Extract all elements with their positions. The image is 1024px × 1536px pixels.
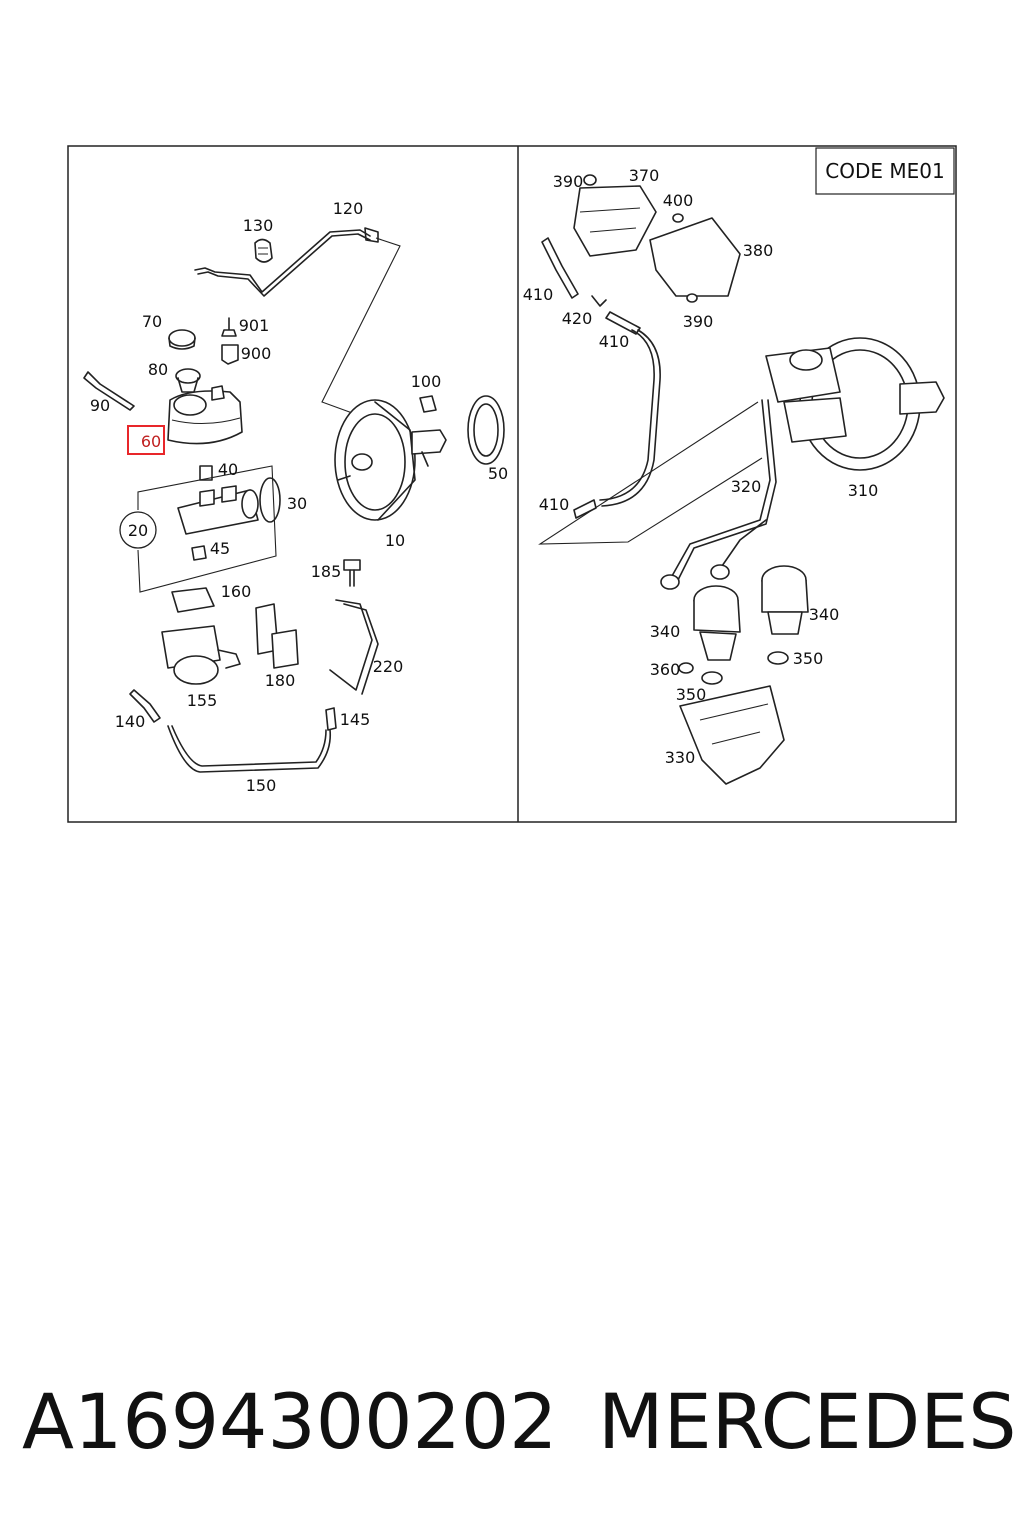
leader-320 [538,401,763,545]
callout-330: 330 [665,748,696,767]
brand-name: MERCEDES [598,1377,1017,1466]
callout-40: 40 [218,460,238,479]
callout-145: 145 [340,710,371,729]
part-drawing-bracket-330 [679,685,785,785]
callout-circle-20 [119,511,157,549]
callout-340-right: 340 [809,605,840,624]
callout-310: 310 [848,481,879,500]
code-box: CODE ME01 [815,147,955,195]
part-drawing-bracket-180 [255,603,299,669]
callout-410-c: 410 [539,495,570,514]
part-drawing-pipes-320 [660,399,777,590]
part-number: A1694300202 [22,1377,558,1466]
part-drawing-clip-130 [254,238,273,263]
callout-320: 320 [731,477,762,496]
callout-400: 400 [663,191,694,210]
part-drawing-nut-100 [419,395,437,413]
part-drawing-nuts-350-360 [678,651,789,685]
callout-60-text: 60 [141,432,161,451]
callout-370: 370 [629,166,660,185]
callout-30: 30 [287,494,307,513]
part-drawing-sensor-901 [221,317,237,337]
callout-185: 185 [311,562,342,581]
part-drawing-reservoir-60 [167,385,243,445]
callout-labels-right: 390 370 400 380 410 420 390 410 410 320 … [523,166,879,767]
part-drawing-plug-40 [199,465,213,481]
part-drawing-pump-155 [161,625,241,685]
callout-360: 360 [650,660,681,679]
callout-20: 20 [128,521,148,540]
callout-140: 140 [115,712,146,731]
part-drawing-brake-line-120 [194,227,379,297]
part-drawing-booster-10 [334,399,447,521]
part-drawing-strainer-80 [175,368,201,393]
callout-90: 90 [90,396,110,415]
callout-901: 901 [239,316,270,335]
callout-80: 80 [148,360,168,379]
part-drawing-pump-340-left [693,585,741,661]
callout-10: 10 [385,531,405,550]
code-box-label: CODE ME01 [825,159,944,183]
callout-155: 155 [187,691,218,710]
callout-390-bottom: 390 [683,312,714,331]
caption-footer: A1694300202 MERCEDES [0,1372,1024,1482]
callout-150: 150 [246,776,277,795]
diagram-frame [67,145,957,823]
callout-100: 100 [411,372,442,391]
part-drawing-fitting-140 [129,689,161,723]
part-drawing-valve-block-370 [573,174,657,257]
part-drawing-gasket-50 [467,395,505,465]
callout-390-top: 390 [553,172,584,191]
part-drawing-bolt-185 [343,559,361,587]
part-drawing-bracket-380 [649,213,741,303]
part-drawing-sensor-160 [171,587,215,613]
part-drawing-pump-340-right [761,565,809,635]
callout-420: 420 [562,309,593,328]
part-drawing-seal-30 [259,477,281,523]
callout-45: 45 [210,539,230,558]
callout-highlight-60: 60 [127,425,165,455]
part-drawing-hose-150 [167,725,332,773]
callout-350-right: 350 [793,649,824,668]
callout-220: 220 [373,657,404,676]
callout-120: 120 [333,199,364,218]
part-drawing-plug-900 [221,344,239,365]
part-drawing-vacuum-hose [599,329,661,507]
bracket-20 [137,465,277,593]
callout-130: 130 [243,216,274,235]
part-drawing-master-cylinder-20 [177,485,259,535]
callout-70: 70 [142,312,162,331]
part-drawing-booster-310 [765,337,945,471]
callout-labels-left: 130 120 70 901 900 80 90 100 50 10 40 30… [90,199,508,795]
callout-340-left: 340 [650,622,681,641]
part-drawing-fittings-410-420 [541,237,641,519]
leader-120 [321,237,401,415]
callout-900: 900 [241,344,272,363]
part-drawing-pin-90 [83,371,135,411]
callout-380: 380 [743,241,774,260]
callout-350-left: 350 [676,685,707,704]
part-drawing-cap-70 [168,329,196,350]
parts-diagram: CODE ME01 60 [67,145,957,823]
callout-180: 180 [265,671,296,690]
callout-50: 50 [488,464,508,483]
part-drawing-hose-220 [329,599,379,695]
callout-410-b: 410 [599,332,630,351]
part-drawing-nut-45 [191,545,207,561]
callout-410-a: 410 [523,285,554,304]
callout-160: 160 [221,582,252,601]
part-drawing-fitting-145 [325,707,337,731]
